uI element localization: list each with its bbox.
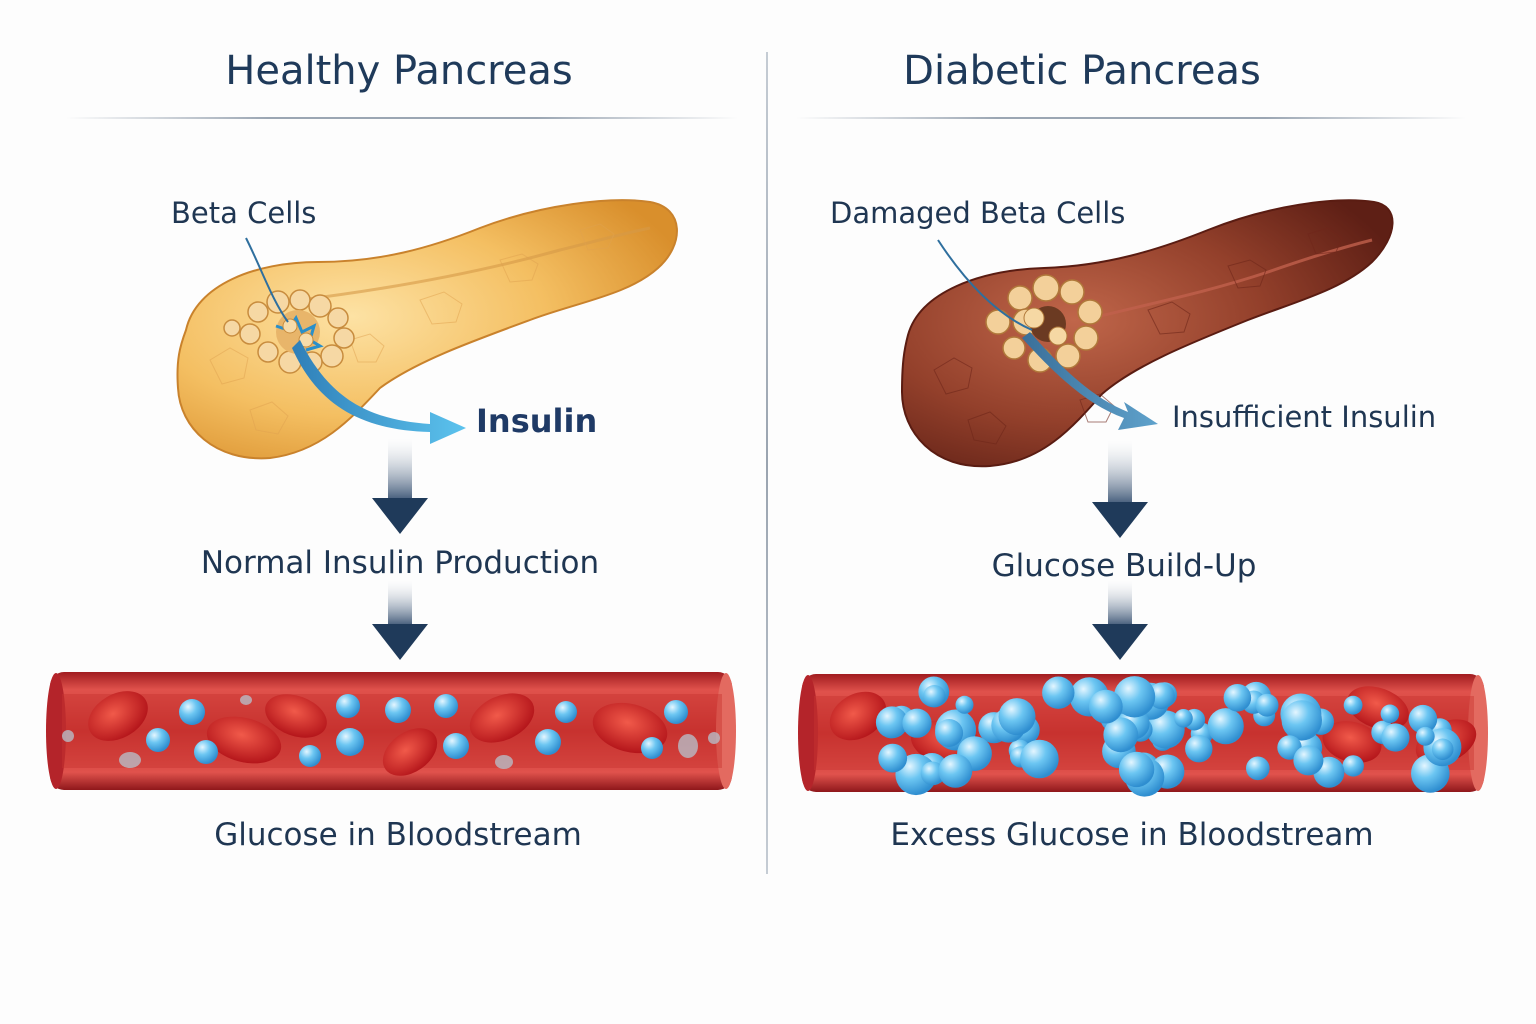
- glucose-molecule: [923, 685, 946, 708]
- glucose-molecule: [1042, 676, 1075, 709]
- glucose-molecule: [998, 698, 1036, 736]
- glucose-molecule: [878, 743, 908, 773]
- insulin-arrow: [292, 340, 466, 444]
- glucose-molecule: [1293, 745, 1324, 776]
- beta-cell-cluster: [985, 274, 1103, 373]
- red-blood-cell: [88, 691, 668, 776]
- excess-glucose-bloodstream-label: Excess Glucose in Bloodstream: [890, 817, 1374, 853]
- diabetic-panel: Diabetic Pancreas: [768, 0, 1536, 1024]
- glucose-molecule: [1207, 708, 1244, 745]
- glucose-molecule: [146, 694, 688, 767]
- glucose-molecule: [1185, 735, 1213, 763]
- glucose-molecule: [955, 695, 974, 714]
- glucose-molecule: [1020, 739, 1059, 779]
- beta-cell-cluster: [223, 289, 355, 374]
- glucose-molecule: [1343, 695, 1363, 715]
- glucose-molecule: [1223, 684, 1252, 712]
- flow-down-arrow-1: [372, 438, 428, 534]
- insulin-arrow: [1022, 332, 1158, 430]
- glucose-bloodstream-label: Glucose in Bloodstream: [214, 817, 582, 853]
- glucose-molecule: [1381, 723, 1410, 752]
- glucose-molecule: [920, 761, 945, 786]
- diabetic-title: Diabetic Pancreas: [903, 48, 1261, 94]
- flow-down-arrow-2: [1092, 580, 1148, 660]
- glucose-molecule: [1281, 700, 1322, 741]
- glucose-molecule: [875, 676, 1462, 797]
- glucose-molecule: [938, 754, 973, 788]
- insufficient-insulin-label: Insufficient Insulin: [1172, 400, 1437, 434]
- glucose-molecule: [1113, 676, 1156, 718]
- glucose-molecule: [1408, 704, 1438, 734]
- glucose-molecule: [1118, 751, 1155, 788]
- damaged-beta-cells-label: Damaged Beta Cells: [830, 196, 1126, 230]
- glucose-molecule: [1148, 682, 1175, 710]
- healthy-illustration: [46, 199, 736, 790]
- flow-down-arrow-1: [1092, 440, 1148, 538]
- center-divider: [766, 52, 768, 874]
- glucose-molecule: [1103, 717, 1139, 753]
- healthy-title-rule: [66, 117, 738, 119]
- glucose-molecule: [1246, 756, 1270, 781]
- glucose-molecule: [1088, 689, 1123, 724]
- diabetic-illustration: [798, 199, 1488, 797]
- glucose-molecule: [1342, 755, 1364, 777]
- glucose-molecule: [902, 708, 932, 738]
- insulin-label: Insulin: [476, 402, 598, 440]
- glucose-molecule: [1415, 726, 1435, 746]
- glucose-molecule: [1255, 693, 1279, 717]
- glucose-molecule: [1431, 738, 1454, 761]
- normal-insulin-production-label: Normal Insulin Production: [200, 545, 600, 581]
- flow-down-arrow-2: [372, 580, 428, 660]
- pancreas-illustration: [176, 199, 678, 460]
- diabetic-title-rule: [796, 117, 1466, 119]
- glucose-molecule: [1174, 709, 1193, 728]
- beta-cells-label: Beta Cells: [171, 196, 317, 230]
- healthy-title: Healthy Pancreas: [225, 48, 573, 94]
- healthy-panel: Healthy Pancreas: [46, 48, 738, 853]
- glucose-molecule: [935, 719, 964, 747]
- glucose-molecule: [1380, 704, 1400, 724]
- glucose-molecule: [875, 706, 908, 739]
- glucose-build-up-label: Glucose Build-Up: [991, 548, 1257, 584]
- pancreas-illustration: [900, 199, 1394, 468]
